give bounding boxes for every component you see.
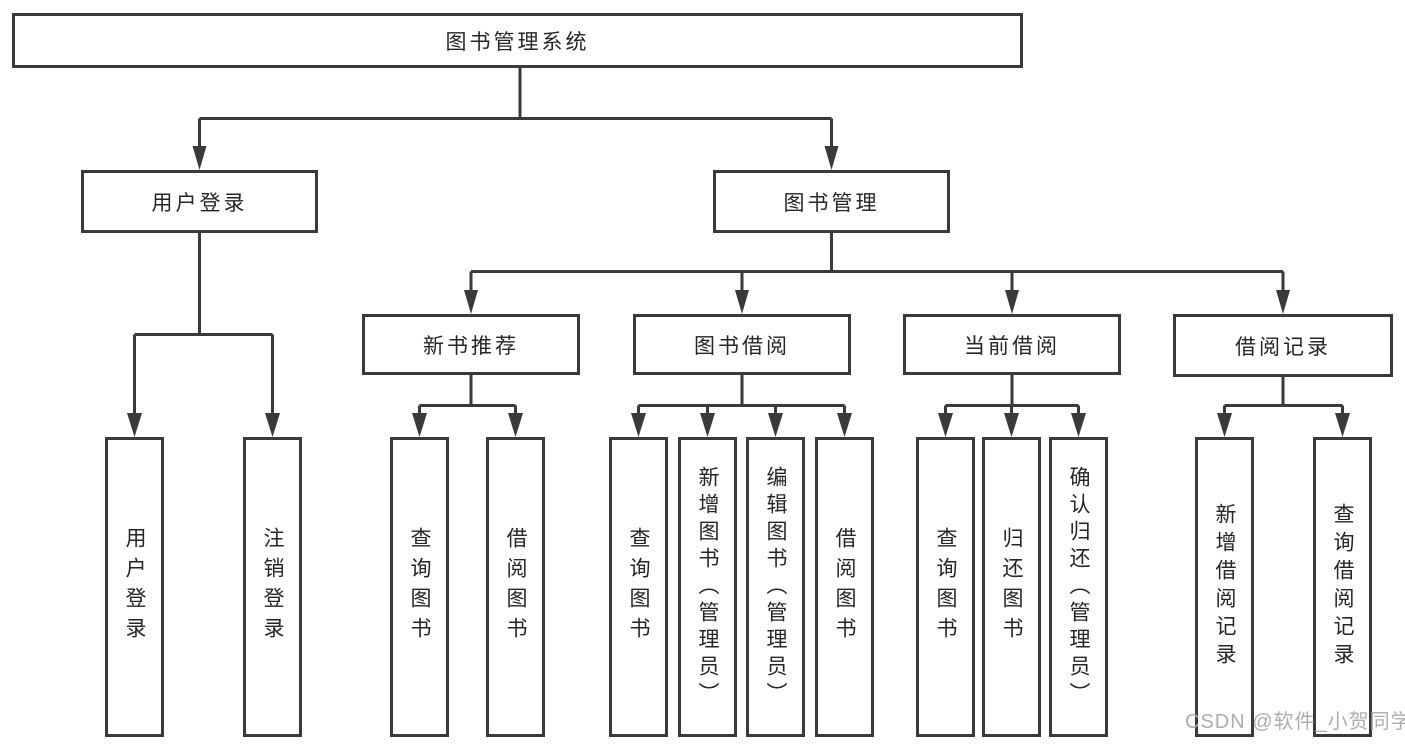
leaf-label: 注销登录 (261, 527, 284, 647)
leaf-label: 借阅图书 (504, 527, 527, 647)
arrowhead (938, 413, 953, 437)
borrow-record-subtree-line (1223, 375, 1344, 415)
leaf-label: 编辑图书（管理员） (764, 465, 787, 709)
leaf-borrow-book-newbook: 借阅图书 (486, 437, 545, 737)
leaf-user-login: 用户登录 (105, 437, 164, 737)
arrowhead (464, 290, 478, 314)
leaf-label: 查询图书 (627, 527, 650, 647)
leaf-label: 用户登录 (123, 527, 146, 647)
arrowhead (700, 413, 715, 437)
new-book-subtree-line (418, 375, 517, 415)
leaf-label: 借阅图书 (833, 527, 856, 647)
node-label: 图书借阅 (694, 334, 790, 358)
user-login-subtree-line (133, 233, 274, 415)
arrowhead (1276, 290, 1290, 314)
node-book-borrow: 图书借阅 (633, 314, 851, 375)
leaf-query-borrow-record: 查询借阅记录 (1313, 437, 1372, 737)
leaf-add-book-admin: 新增图书（管理员） (678, 437, 737, 737)
leaf-label: 新增图书（管理员） (696, 465, 719, 709)
arrowhead (735, 290, 749, 314)
current-borrow-subtree-line (944, 375, 1080, 415)
leaf-label: 新增借阅记录 (1213, 503, 1236, 671)
node-library-management-system: 图书管理系统 (12, 13, 1023, 68)
leaf-label: 确认归还（管理员） (1067, 465, 1090, 709)
leaf-label: 归还图书 (1000, 527, 1023, 647)
arrowhead (265, 413, 280, 437)
arrowhead (1335, 413, 1350, 437)
book-borrow-subtree-line (637, 375, 846, 415)
arrowhead (824, 146, 839, 170)
leaf-borrow-book-borrow: 借阅图书 (815, 437, 874, 737)
leaf-query-book-borrow: 查询图书 (609, 437, 668, 737)
node-label: 当前借阅 (964, 334, 1060, 358)
node-label: 新书推荐 (423, 334, 519, 358)
node-label: 图书管理 (783, 191, 880, 215)
leaf-confirm-return-admin: 确认归还（管理员） (1049, 437, 1108, 737)
arrowhead (1217, 413, 1232, 437)
csdn-watermark: CSDN @软件_小贺同学 (1185, 711, 1405, 733)
arrowhead (127, 413, 142, 437)
connector-lines (133, 68, 1344, 415)
arrowhead (837, 413, 852, 437)
leaf-label: 查询图书 (408, 527, 431, 647)
node-label: 用户登录 (151, 191, 248, 215)
arrowhead (192, 146, 207, 170)
arrowheads (127, 146, 1350, 437)
root-connector-line (198, 68, 833, 148)
node-borrow-record: 借阅记录 (1173, 314, 1393, 377)
arrowhead (1071, 413, 1086, 437)
node-label: 图书管理系统 (445, 30, 590, 54)
leaf-logout: 注销登录 (243, 437, 302, 737)
node-book-management: 图书管理 (713, 170, 950, 233)
book-mgmt-subtree-line (469, 233, 1285, 292)
leaf-add-borrow-record: 新增借阅记录 (1195, 437, 1254, 737)
arrowhead (631, 413, 646, 437)
leaf-query-book-newbook: 查询图书 (390, 437, 449, 737)
arrowhead (1005, 290, 1019, 314)
arrowhead (1004, 413, 1019, 437)
arrowhead (508, 413, 523, 437)
arrowhead (412, 413, 427, 437)
node-current-borrow: 当前借阅 (903, 314, 1121, 375)
leaf-label: 查询图书 (934, 527, 957, 647)
node-label: 借阅记录 (1235, 335, 1331, 359)
leaf-query-book-current: 查询图书 (916, 437, 975, 737)
arrowhead (768, 413, 783, 437)
leaf-return-book: 归还图书 (982, 437, 1041, 737)
node-new-book-recommend: 新书推荐 (362, 314, 580, 375)
leaf-label: 查询借阅记录 (1331, 503, 1354, 671)
leaf-edit-book-admin: 编辑图书（管理员） (746, 437, 805, 737)
node-user-login: 用户登录 (81, 170, 318, 233)
